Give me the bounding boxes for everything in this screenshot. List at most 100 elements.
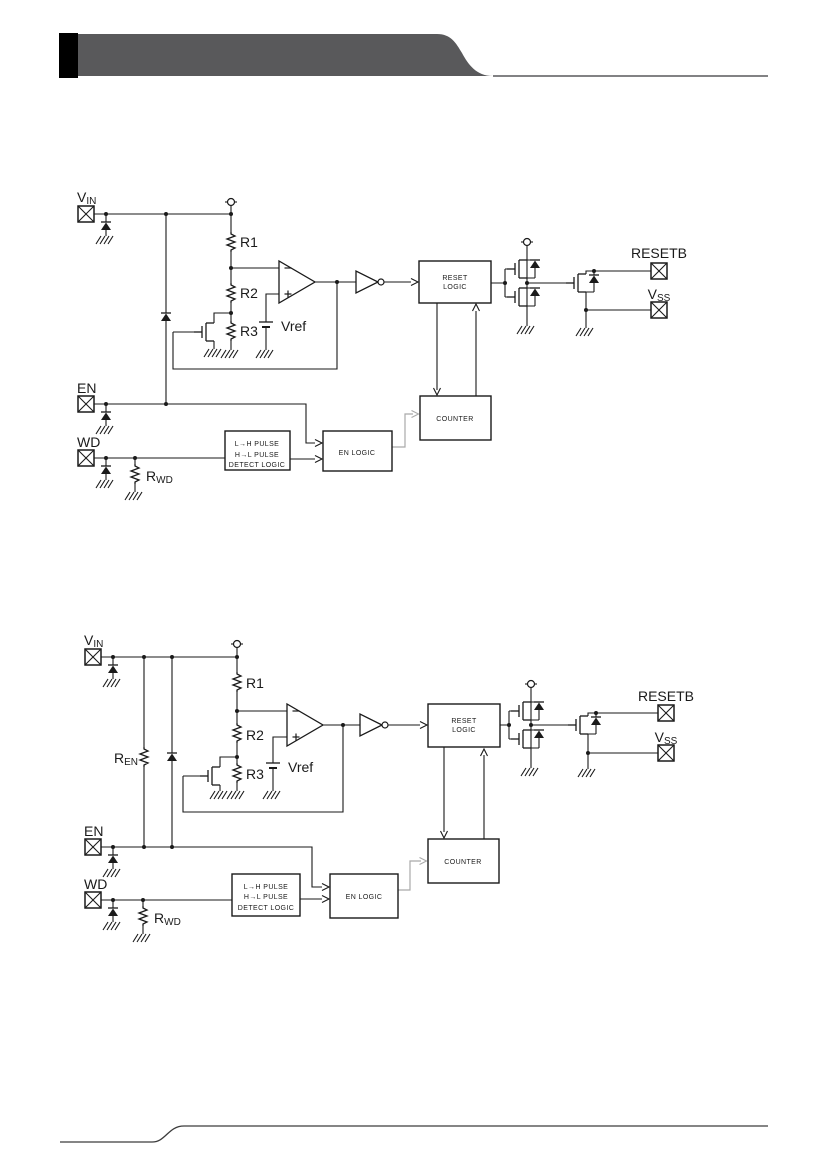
body-diode-icon [533, 701, 545, 711]
vss-pin-label: VSS [655, 729, 678, 747]
pin-box-icon [77, 449, 95, 467]
inverter-icon [355, 270, 385, 294]
pulse-detect-block: L→H PULSE H→L PULSE DETECT LOGIC [224, 430, 291, 471]
resetb-pin-label: RESETB [631, 245, 687, 261]
ground-icon [516, 325, 535, 335]
pin-box-icon [650, 262, 668, 280]
vref-battery-icon [258, 321, 274, 328]
en-logic-block: EN LOGIC [322, 430, 393, 472]
mosfet-icon [199, 766, 221, 786]
resistor-ren-icon [139, 746, 149, 768]
arrow-icon [471, 303, 481, 312]
block-diagram-1: VIN EN WD RESETB VSS R1 R2 R3 Vref RWD R… [77, 189, 687, 501]
ground-icon [102, 921, 121, 931]
pin-box-icon [650, 301, 668, 319]
resistor-r1-icon [226, 231, 236, 253]
reset-logic-block: RESET LOGIC [427, 703, 501, 748]
body-diode-icon [590, 716, 602, 726]
resistor-rwd-icon [138, 905, 148, 927]
footer-rule [60, 1125, 768, 1143]
pin-box-icon [84, 648, 102, 666]
ground-icon [95, 479, 114, 489]
ground-icon [203, 348, 222, 358]
wd-pin: WD [84, 876, 107, 909]
esd-diode-icon [100, 411, 112, 421]
reset-logic-block: RESET LOGIC [418, 260, 492, 304]
rwd-label: RWD [154, 910, 181, 928]
r3-label: R3 [246, 766, 264, 782]
comparator-icon [286, 703, 324, 747]
pin-box-icon [84, 891, 102, 909]
output-mosfet-icon [565, 273, 587, 293]
esd-diode-icon [100, 465, 112, 475]
detect-text: H→L PULSE [235, 452, 279, 459]
resistor-rwd-icon [130, 463, 140, 485]
vref-battery-icon [265, 762, 281, 769]
counter-block: COUNTER [419, 395, 492, 441]
pin-box-icon [77, 395, 95, 413]
ground-icon [255, 349, 274, 359]
en-pin-label: EN [84, 823, 103, 839]
vin-pin: VIN [77, 189, 96, 223]
wd-pin-label: WD [77, 434, 100, 450]
comparator-icon [278, 260, 316, 304]
inverter-icon [359, 713, 389, 737]
ground-icon [520, 767, 539, 777]
r1-label: R1 [246, 675, 264, 691]
wd-pin: WD [77, 434, 100, 467]
supply-terminal-icon [224, 197, 238, 207]
body-diode-icon [529, 259, 541, 269]
counter-text: COUNTER [444, 859, 481, 866]
counter-enable-wire [392, 413, 413, 448]
ground-icon [95, 425, 114, 435]
detect-text: DETECT LOGIC [238, 905, 294, 912]
reset-logic-text: RESET [451, 718, 477, 725]
header-tab [59, 33, 78, 78]
vss-pin-label: VSS [648, 286, 671, 304]
r2-label: R2 [246, 727, 264, 743]
ground-icon [262, 790, 281, 800]
pin-box-icon [77, 205, 95, 223]
body-diode-icon [533, 729, 545, 739]
reset-logic-text: LOGIC [443, 284, 467, 291]
esd-diode-icon [107, 664, 119, 674]
esd-diode-icon [107, 854, 119, 864]
supply-terminal-icon [520, 237, 534, 247]
body-diode-icon [529, 287, 541, 297]
rwd-label: RWD [146, 468, 173, 486]
esd-diode-icon [100, 221, 112, 231]
pin-box-icon [657, 704, 675, 722]
wires [94, 206, 651, 492]
ground-icon [124, 491, 143, 501]
block-diagram-2: VIN EN WD RESETB VSS R1 R2 R3 Vref REN R… [84, 632, 694, 943]
en-logic-text: EN LOGIC [339, 450, 376, 457]
pulse-detect-block: L→H PULSE H→L PULSE DETECT LOGIC [231, 873, 301, 917]
resistor-r1-icon [232, 671, 242, 693]
header-banner [59, 33, 768, 78]
vss-pin: VSS [655, 729, 678, 762]
ren-label: REN [114, 750, 138, 768]
reset-logic-text: RESET [442, 275, 468, 282]
pmos-icon [506, 259, 528, 279]
resetb-pin: RESETB [631, 245, 687, 280]
pmos-icon [510, 701, 532, 721]
vin-pin: VIN [84, 632, 103, 666]
counter-enable-wire [398, 860, 421, 891]
vin-pin-label: VIN [84, 632, 103, 650]
counter-block: COUNTER [427, 838, 500, 884]
supply-terminal-icon [230, 639, 244, 649]
nmos-icon [510, 729, 532, 749]
detect-text: H→L PULSE [244, 894, 288, 901]
ground-icon [575, 327, 594, 337]
counter-text: COUNTER [436, 416, 473, 423]
en-logic-block: EN LOGIC [329, 873, 399, 919]
body-diode-icon [588, 274, 600, 284]
r2-label: R2 [240, 285, 258, 301]
junction-dots [111, 655, 598, 902]
wd-pin-label: WD [84, 876, 107, 892]
detect-text: L→H PULSE [235, 441, 279, 448]
r1-label: R1 [240, 234, 258, 250]
supply-terminal-icon [524, 679, 538, 689]
